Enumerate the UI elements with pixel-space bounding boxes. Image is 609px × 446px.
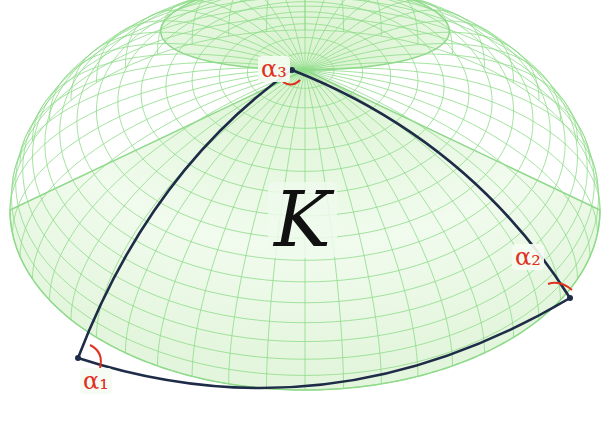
angle-arc — [90, 345, 101, 368]
geodesic-triangle — [75, 67, 573, 388]
meridian-line — [32, 54, 305, 141]
meridian-line — [305, 70, 539, 320]
meridian-line — [305, 21, 514, 83]
angle-label: α₂ — [512, 244, 544, 270]
meridian-line — [32, 70, 305, 279]
angle-arc — [548, 283, 572, 290]
meridian-line — [10, 70, 305, 210]
meridian-line — [305, 0, 306, 70]
geodesic-side — [78, 298, 570, 388]
meridian-line — [50, 70, 305, 300]
meridian-line — [305, 70, 590, 257]
meridian-line — [305, 62, 590, 163]
geodesic-side — [78, 70, 292, 358]
dome-surface — [10, 0, 600, 390]
vertex-dot — [567, 295, 573, 301]
meridian-line — [305, 70, 560, 300]
vertex-dot — [289, 67, 295, 73]
meridian-line — [305, 68, 597, 186]
meridian-line — [305, 0, 453, 70]
meridian-line — [305, 0, 418, 70]
vertex-dot — [75, 355, 81, 361]
meridian-line — [305, 54, 578, 141]
meridian-line — [305, 44, 560, 120]
meridian-line — [20, 70, 305, 257]
meridian-line — [305, 70, 578, 279]
meridian-line — [13, 68, 305, 186]
latitude-line — [10, 30, 600, 390]
meridian-line — [71, 32, 305, 100]
angle-label: α₃ — [258, 56, 290, 82]
curvature-label: K — [268, 182, 337, 258]
meridian-line — [305, 70, 600, 210]
wireframe-grid — [10, 0, 600, 390]
angle-label: α₁ — [80, 368, 112, 394]
meridian-line — [50, 44, 305, 120]
